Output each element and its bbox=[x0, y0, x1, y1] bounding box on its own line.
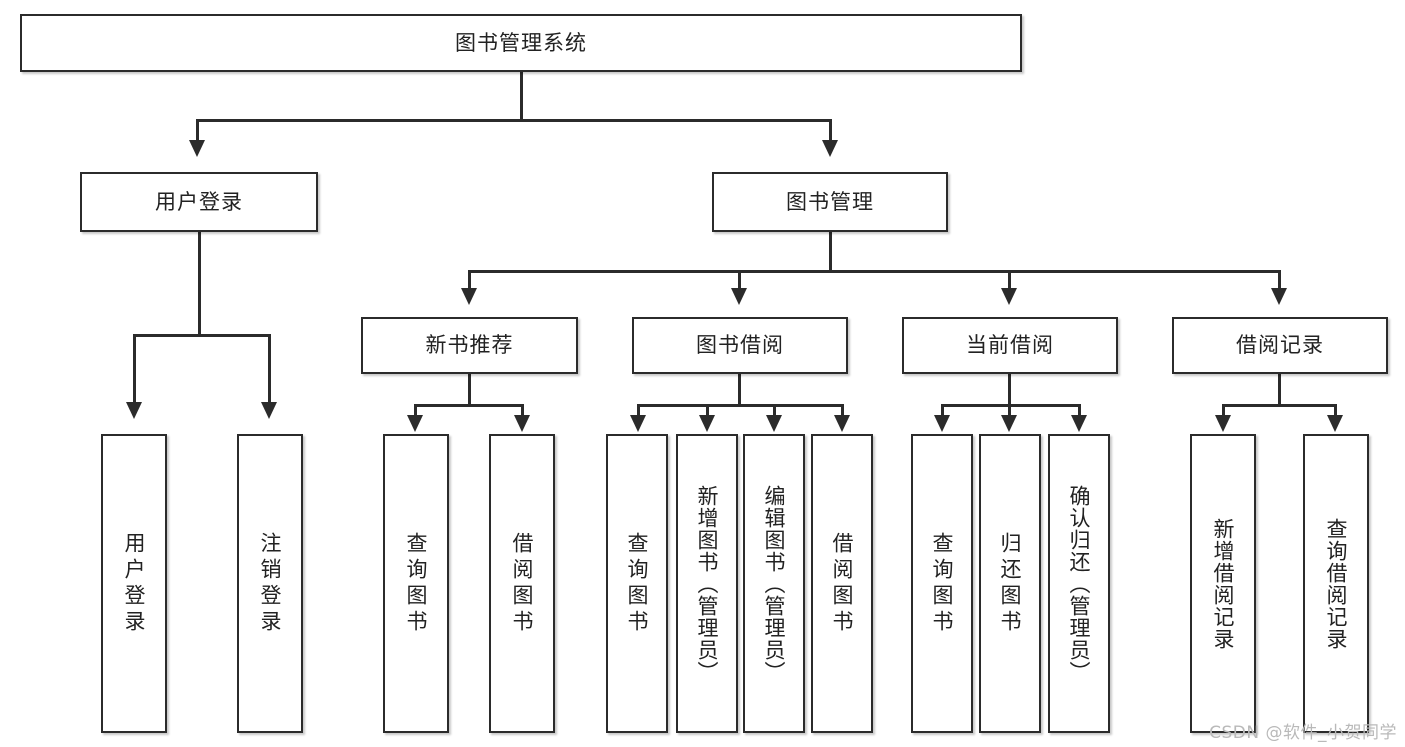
connector-borrow-drop-3 bbox=[773, 404, 776, 418]
connector-current-drop-3 bbox=[1078, 404, 1081, 418]
arrowhead-leaf-query-book-3 bbox=[934, 415, 950, 432]
node-label: 用户登录 bbox=[155, 189, 243, 214]
connector-recommend-stem bbox=[468, 374, 471, 406]
connector-user-login-drop-1 bbox=[133, 334, 136, 406]
arrowhead-leaf-edit-book bbox=[766, 415, 782, 432]
node-book-management[interactable]: 图书管理 bbox=[712, 172, 948, 232]
node-label: 查询图书 bbox=[625, 531, 650, 636]
node-label: 编辑图书（管理员） bbox=[762, 484, 787, 683]
node-label: 新增借阅记录 bbox=[1211, 517, 1236, 650]
node-label: 图书管理 bbox=[786, 189, 874, 214]
arrowhead-leaf-query-book-2 bbox=[630, 415, 646, 432]
node-label: 图书借阅 bbox=[696, 333, 784, 358]
arrowhead-leaf-borrow-book-2 bbox=[834, 415, 850, 432]
leaf-borrow-book-recommend[interactable]: 借阅图书 bbox=[489, 434, 555, 733]
arrowhead-user-login bbox=[189, 140, 205, 157]
leaf-borrow-book[interactable]: 借阅图书 bbox=[811, 434, 873, 733]
connector-root-drop-left bbox=[196, 119, 199, 145]
node-label: 注销登录 bbox=[258, 531, 283, 636]
leaf-add-borrow-record[interactable]: 新增借阅记录 bbox=[1190, 434, 1256, 733]
connector-root-stem bbox=[520, 72, 523, 120]
watermark-text: CSDN @软件_小贺同学 bbox=[1209, 723, 1397, 743]
connector-recommend-drop-1 bbox=[414, 404, 417, 418]
connector-recommend-drop-2 bbox=[521, 404, 524, 418]
node-label: 新书推荐 bbox=[425, 333, 514, 358]
connector-record-drop-2 bbox=[1334, 404, 1337, 418]
node-new-book-recommend[interactable]: 新书推荐 bbox=[361, 317, 578, 374]
connector-root-drop-right bbox=[829, 119, 832, 145]
node-user-login[interactable]: 用户登录 bbox=[80, 172, 318, 232]
leaf-return-book[interactable]: 归还图书 bbox=[979, 434, 1041, 733]
arrowhead-borrow-record bbox=[1271, 288, 1287, 305]
leaf-add-book[interactable]: 新增图书（管理员） bbox=[676, 434, 738, 733]
connector-borrow-drop-4 bbox=[841, 404, 844, 418]
connector-record-bus bbox=[1222, 404, 1337, 407]
connector-book-manage-drop-4 bbox=[1278, 270, 1281, 292]
connector-current-stem bbox=[1008, 374, 1011, 406]
arrowhead-leaf-logout bbox=[261, 402, 277, 419]
connector-current-drop-2 bbox=[1008, 404, 1011, 418]
arrowhead-leaf-borrow-book-1 bbox=[514, 415, 530, 432]
node-label: 查询借阅记录 bbox=[1324, 517, 1349, 650]
node-label: 当前借阅 bbox=[966, 333, 1054, 358]
connector-record-stem bbox=[1278, 374, 1281, 406]
connector-user-login-stem bbox=[198, 232, 201, 336]
arrowhead-leaf-confirm-return bbox=[1071, 415, 1087, 432]
leaf-query-book-borrow[interactable]: 查询图书 bbox=[606, 434, 668, 733]
node-label: 归还图书 bbox=[998, 531, 1023, 636]
node-label: 确认归还（管理员） bbox=[1067, 484, 1092, 683]
connector-borrow-drop-1 bbox=[637, 404, 640, 418]
connector-book-manage-drop-1 bbox=[468, 270, 471, 292]
node-book-borrow[interactable]: 图书借阅 bbox=[632, 317, 848, 374]
arrowhead-current-borrow bbox=[1001, 288, 1017, 305]
node-label: 借阅记录 bbox=[1236, 333, 1324, 358]
arrowhead-leaf-add-book bbox=[699, 415, 715, 432]
arrowhead-new-book-recommend bbox=[461, 288, 477, 305]
connector-borrow-bus bbox=[637, 404, 844, 407]
connector-user-login-bus bbox=[133, 334, 270, 337]
connector-recommend-bus bbox=[414, 404, 524, 407]
connector-book-manage-bus bbox=[468, 270, 1280, 273]
connector-root-bus bbox=[196, 119, 832, 122]
arrowhead-leaf-query-book-1 bbox=[407, 415, 423, 432]
connector-book-manage-stem bbox=[829, 232, 832, 272]
node-label: 借阅图书 bbox=[510, 531, 535, 636]
connector-borrow-stem bbox=[738, 374, 741, 406]
connector-current-bus bbox=[941, 404, 1081, 407]
leaf-query-book-current[interactable]: 查询图书 bbox=[911, 434, 973, 733]
node-label: 用户登录 bbox=[122, 531, 147, 636]
connector-borrow-drop-2 bbox=[706, 404, 709, 418]
node-label: 新增图书（管理员） bbox=[695, 484, 720, 683]
node-label: 图书管理系统 bbox=[455, 30, 587, 55]
connector-user-login-drop-2 bbox=[268, 334, 271, 406]
leaf-confirm-return[interactable]: 确认归还（管理员） bbox=[1048, 434, 1110, 733]
node-label: 查询图书 bbox=[930, 531, 955, 636]
node-label: 查询图书 bbox=[404, 531, 429, 636]
connector-book-manage-drop-2 bbox=[738, 270, 741, 292]
leaf-query-book-recommend[interactable]: 查询图书 bbox=[383, 434, 449, 733]
node-borrow-record[interactable]: 借阅记录 bbox=[1172, 317, 1388, 374]
arrowhead-leaf-add-record bbox=[1215, 415, 1231, 432]
arrowhead-leaf-query-record bbox=[1327, 415, 1343, 432]
connector-book-manage-drop-3 bbox=[1008, 270, 1011, 292]
arrowhead-leaf-user-login bbox=[126, 402, 142, 419]
connector-current-drop-1 bbox=[941, 404, 944, 418]
arrowhead-book-manage bbox=[822, 140, 838, 157]
connector-record-drop-1 bbox=[1222, 404, 1225, 418]
leaf-logout[interactable]: 注销登录 bbox=[237, 434, 303, 733]
node-root-system[interactable]: 图书管理系统 bbox=[20, 14, 1022, 72]
leaf-query-borrow-record[interactable]: 查询借阅记录 bbox=[1303, 434, 1369, 733]
leaf-user-login[interactable]: 用户登录 bbox=[101, 434, 167, 733]
arrowhead-book-borrow bbox=[731, 288, 747, 305]
leaf-edit-book[interactable]: 编辑图书（管理员） bbox=[743, 434, 805, 733]
node-label: 借阅图书 bbox=[830, 531, 855, 636]
node-current-borrow[interactable]: 当前借阅 bbox=[902, 317, 1118, 374]
arrowhead-leaf-return-book bbox=[1001, 415, 1017, 432]
